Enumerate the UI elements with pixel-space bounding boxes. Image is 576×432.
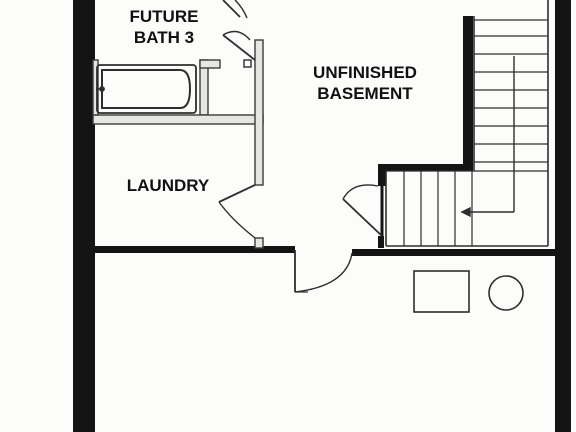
stair-wall-post — [378, 164, 386, 186]
laundry-label: LAUNDRY — [116, 175, 220, 196]
basement-label-line1: UNFINISHED — [313, 63, 417, 82]
basement-label-line2: BASEMENT — [317, 84, 413, 103]
bath-walls — [92, 39, 264, 249]
laundry-label-text: LAUNDRY — [126, 176, 210, 195]
exterior-wall-right — [555, 0, 571, 432]
valve-square — [243, 59, 252, 68]
stair-wall-left — [463, 16, 473, 166]
bath-door — [222, 0, 256, 61]
stairs-upper — [473, 0, 549, 246]
stair-door — [342, 184, 383, 237]
exterior-wall-left — [73, 0, 95, 432]
future-bath-label-line2: BATH 3 — [133, 28, 195, 47]
water-heater — [488, 275, 524, 311]
bathtub — [96, 64, 197, 114]
stair-wall-top — [378, 164, 473, 171]
laundry-door — [218, 184, 256, 239]
stair-wall-post-lower — [378, 236, 384, 248]
stair-arrow — [460, 56, 515, 218]
basement-door — [294, 250, 353, 293]
partition-wall-left — [73, 246, 295, 253]
future-bath-label-line1: FUTURE — [129, 7, 199, 26]
stairs-lower — [385, 170, 548, 247]
future-bath-label: FUTURE BATH 3 — [118, 6, 210, 48]
equipment-box — [413, 270, 470, 313]
partition-wall-right — [352, 249, 563, 256]
unfinished-basement-label: UNFINISHED BASEMENT — [300, 62, 430, 104]
